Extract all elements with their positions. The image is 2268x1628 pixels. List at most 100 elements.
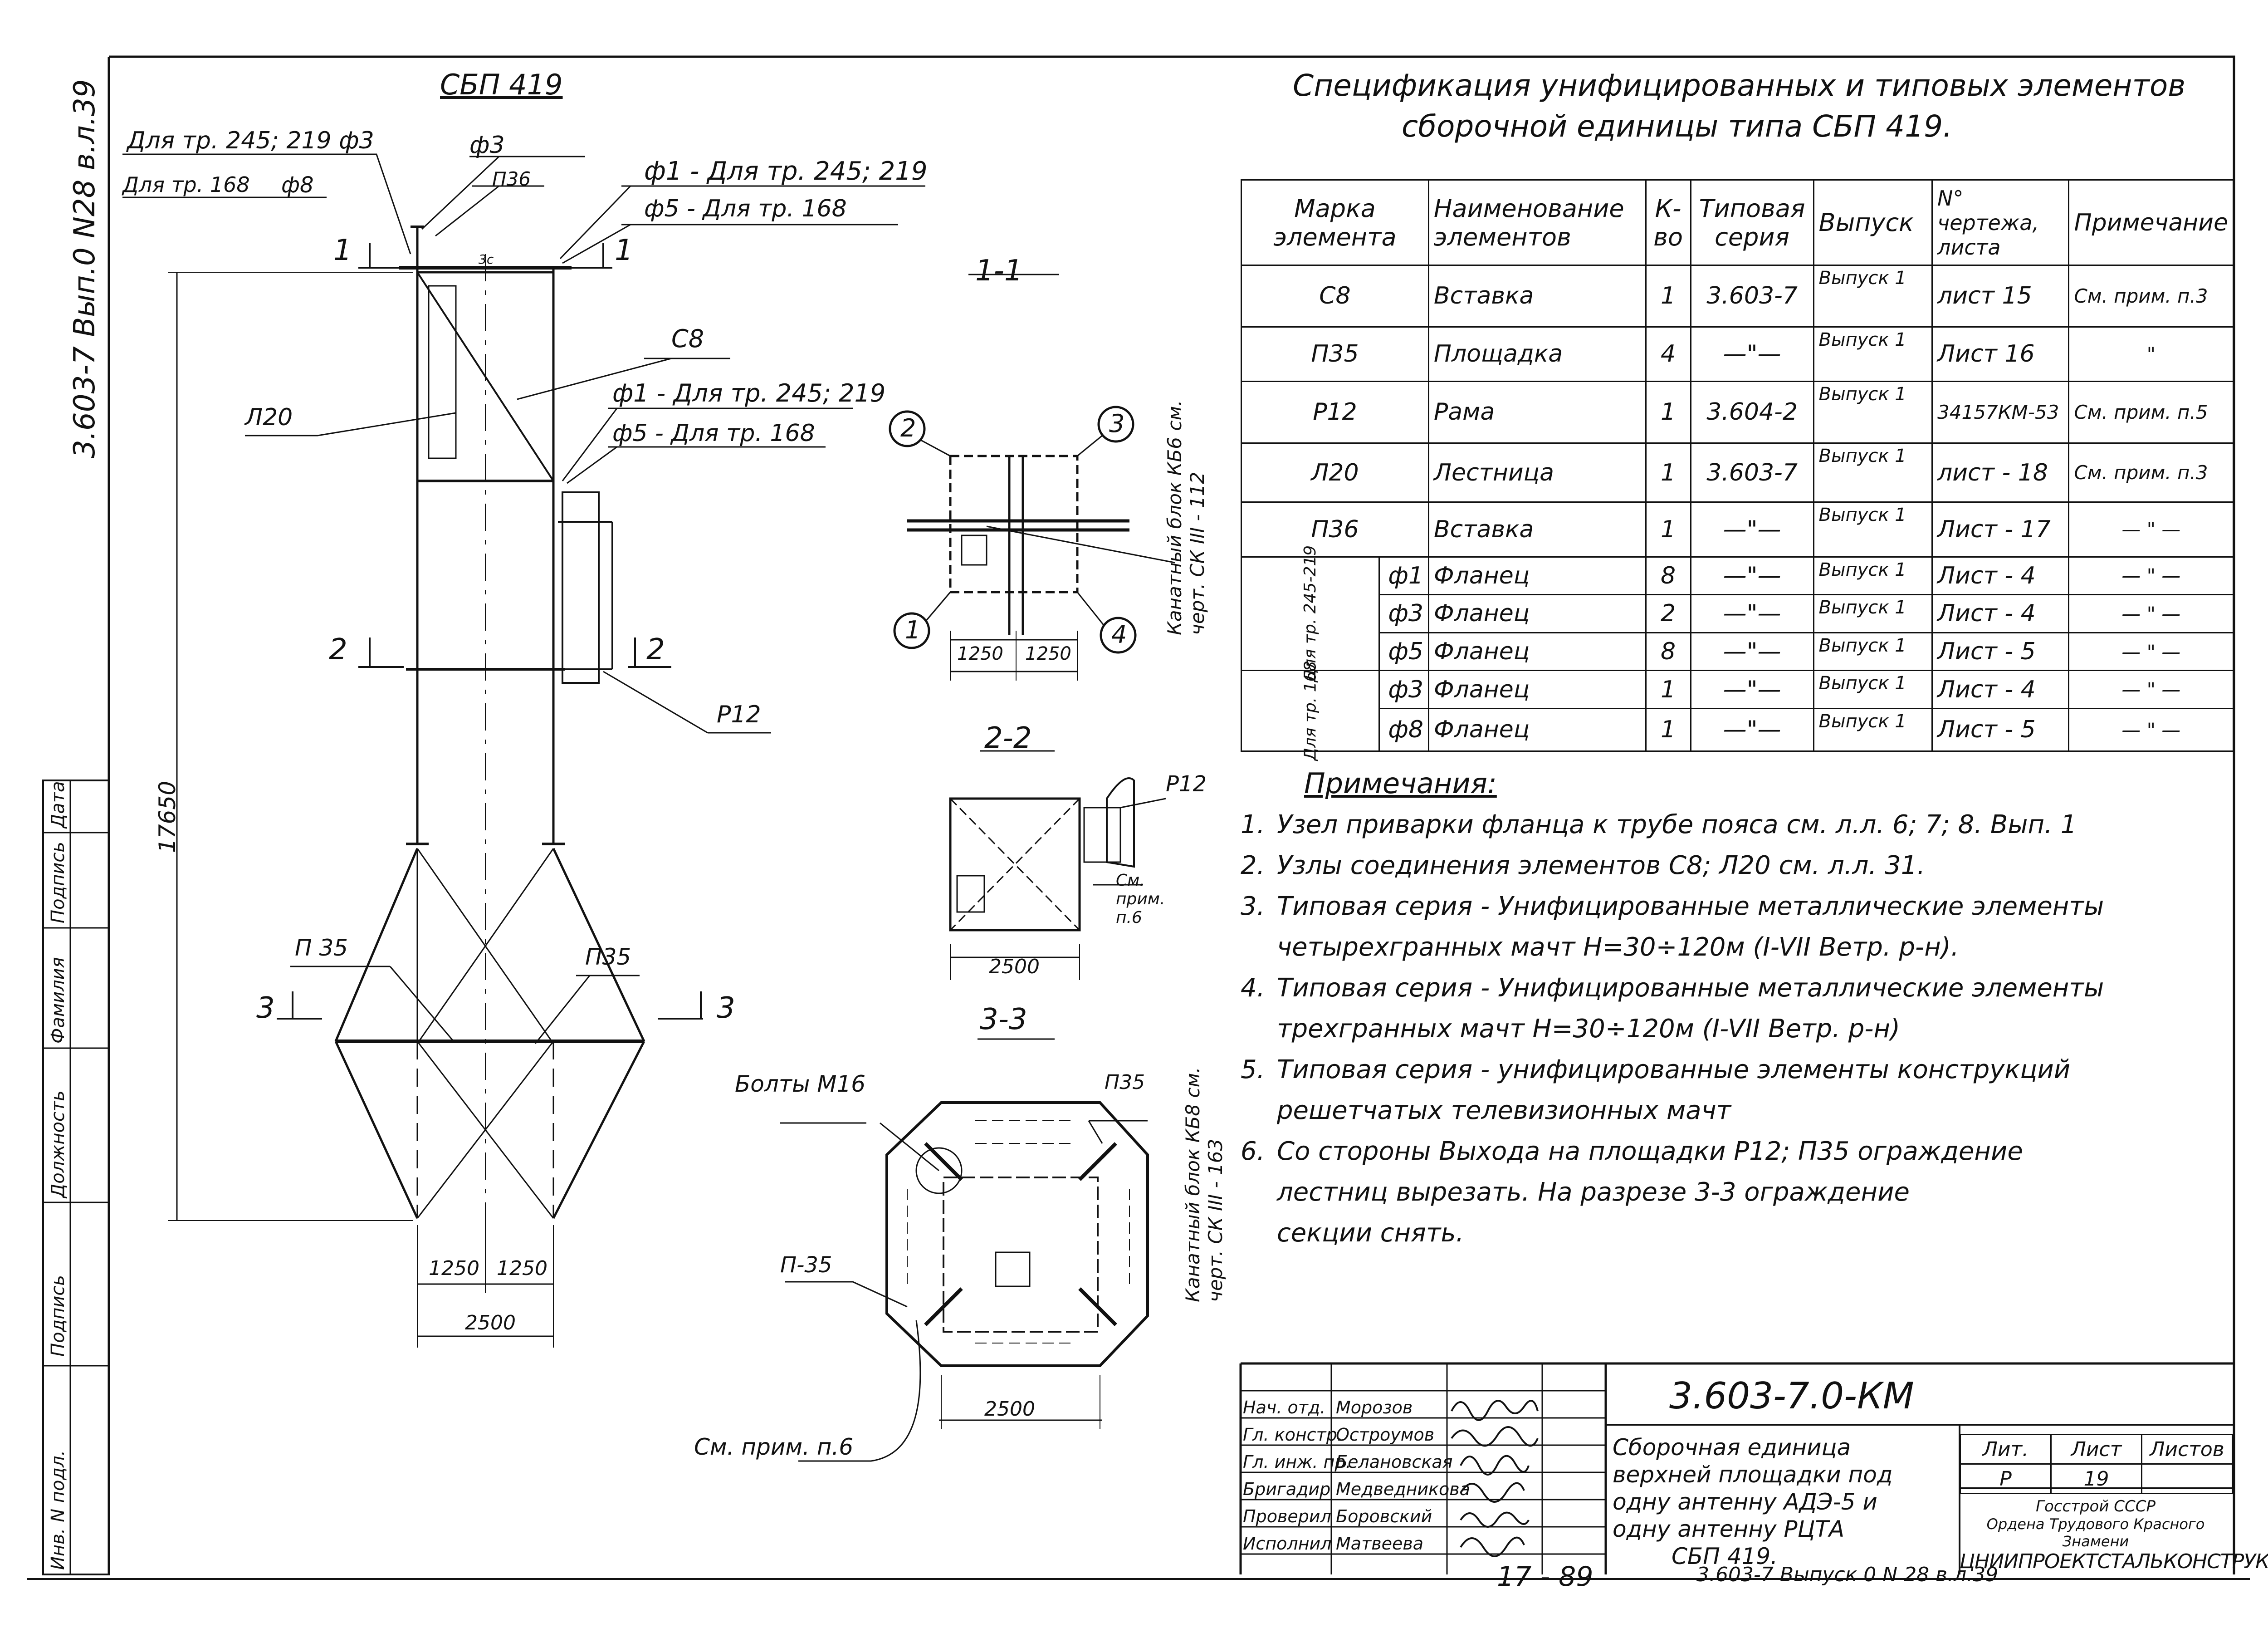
signature-role: Гл. инж. пр. (1243, 1452, 1351, 1472)
callout-f1-mid: ф1 - Для тр. 245; 219 (612, 379, 886, 407)
spec-cell-qty: 8 (1645, 632, 1691, 672)
spec-cell-issue: Выпуск 1 (1813, 707, 1933, 752)
spec-cell-mark: ф1 (1378, 556, 1429, 596)
spec-row: Л20 Лестница 1 3.603-7 Выпуск 1 лист - 1… (1241, 442, 2234, 503)
signature-name: Медведникова (1336, 1479, 1470, 1499)
spec-cell-note: " (2068, 326, 2234, 382)
spec-cell-qty: 8 (1645, 556, 1691, 596)
spec-row: П36 Вставка 1 —"— Выпуск 1 Лист - 17 — "… (1241, 501, 2234, 558)
strip-label-date: Дата (48, 781, 68, 828)
section-2-2-p12: Р12 (1166, 771, 1207, 797)
spec-cell-series: —"— (1690, 594, 1814, 633)
strip-label-inv: Инв. N подл. (48, 1450, 68, 1570)
note-text: решетчатых телевизионных мачт (1277, 1096, 1731, 1125)
spec-cell-name: Вставка (1427, 265, 1647, 328)
signature-role: Бригадир (1243, 1479, 1331, 1499)
spec-cell-mark: С8 (1241, 265, 1429, 328)
spec-header-issue: Выпуск (1813, 179, 1933, 266)
note-number: 1. (1241, 810, 1265, 839)
section-2-2-note: См. прим. п.6 (1116, 871, 1165, 927)
signature-name: Боровский (1336, 1506, 1432, 1526)
spec-row: Р12 Рама 1 3.604-2 Выпуск 1 34157КМ-53 С… (1241, 381, 2234, 444)
note-number: 2. (1241, 851, 1265, 880)
document-title-line: одну антенну АДЭ-5 и (1613, 1489, 1877, 1515)
note-number: 6. (1241, 1137, 1265, 1166)
callout-p36: П36 (492, 168, 531, 190)
spec-cell-series: —"— (1690, 326, 1814, 382)
spec-row: Для тр. 245-219 ф1 Фланец 8 —"— Выпуск 1… (1240, 545, 2234, 682)
section-3-3-p35-right: П35 (1105, 1071, 1145, 1094)
spec-cell-note: — " — (2068, 501, 2234, 558)
callout-dlya-tr-245: Для тр. 245; 219 ф3 (127, 127, 374, 154)
signature-role: Проверил (1243, 1506, 1331, 1526)
note-number: 5. (1241, 1055, 1265, 1084)
note-item: 6. Со стороны Выхода на площадки Р12; П3… (1241, 1131, 2239, 1172)
signature-role: Нач. отд. (1243, 1398, 1326, 1417)
document-title-line: Сборочная единица (1613, 1434, 1851, 1461)
section-3-3-title: 3-3 (980, 1003, 1027, 1036)
spec-cell-issue: Выпуск 1 (1813, 556, 1933, 596)
spec-cell-note: — " — (2068, 556, 2234, 596)
spec-header-qty: К-во (1645, 179, 1691, 266)
section-mark-1-left: 1 (333, 234, 352, 267)
spec-cell-qty: 1 (1645, 442, 1691, 503)
sheets-header: Листов (2141, 1434, 2233, 1465)
elevation-title: СБП 419 (440, 68, 563, 101)
spec-cell-mark: Л20 (1241, 442, 1429, 503)
spec-cell-name: Фланец (1427, 670, 1647, 709)
note-text: Типовая серия - Унифицированные металлич… (1277, 892, 2104, 921)
note-text: Со стороны Выхода на площадки Р12; П35 о… (1277, 1137, 2023, 1166)
spec-cell-issue: Выпуск 1 (1813, 501, 1933, 558)
dim-top-small: 3с (479, 252, 494, 267)
section-1-1-title: 1-1 (975, 254, 1023, 288)
strip-label-signature: Подпись (48, 842, 68, 923)
note-item: 4. Типовая серия - Унифицированные метал… (1241, 968, 2239, 1009)
note-text: Типовая серия - унифицированные элементы… (1277, 1055, 2071, 1084)
spec-row: ф8 Фланец 1 —"— Выпуск 1 Лист - 5 — " — (1242, 707, 2234, 752)
document-title-line: СБП 419. (1672, 1543, 1778, 1569)
spec-cell-qty: 1 (1645, 501, 1691, 558)
dim-total: 2500 (465, 1311, 516, 1334)
spec-cell-series: 3.603-7 (1690, 442, 1814, 503)
spec-cell-issue: Выпуск 1 (1813, 265, 1933, 328)
spec-cell-qty: 1 (1645, 707, 1691, 752)
spec-cell-mark: Р12 (1241, 381, 1429, 444)
footer-text: 3.603-7 Выпуск 0 N 28 в.л.39 (1696, 1563, 1999, 1586)
document-code: 3.603-7.0-КМ (1669, 1375, 1914, 1417)
spec-title-line2: сборочной единицы типа СБП 419. (1402, 109, 1953, 144)
spec-cell-sheet: Лист - 5 (1931, 707, 2070, 752)
spec-cell-sheet: Лист - 4 (1931, 670, 2070, 709)
spec-cell-qty: 1 (1645, 381, 1691, 444)
spec-header-series: Типовая серия (1690, 179, 1814, 266)
note-item-cont: лестниц вырезать. На разрезе 3-3 огражде… (1241, 1172, 2239, 1213)
spec-cell-issue: Выпуск 1 (1813, 442, 1933, 503)
document-title: Сборочная единица верхней площадки под о… (1613, 1434, 1892, 1570)
spec-cell-name: Фланец (1427, 556, 1647, 596)
spec-row: ф3 Фланец 2 —"— Выпуск 1 Лист - 4 — " — (1242, 594, 2234, 633)
section-1-1-marker-4: 4 (1111, 620, 1127, 649)
spec-cell-mark: ф8 (1378, 707, 1429, 752)
spec-row: Для тр. 168 ф3 Фланец 1 —"— Выпуск 1 Лис… (1240, 661, 2234, 760)
section-1-1-marker-1: 1 (905, 616, 921, 644)
spec-row: С8 Вставка 1 3.603-7 Выпуск 1 лист 15 См… (1241, 265, 2234, 328)
spec-table: Марка элемента Наименование элементов К-… (1240, 179, 2234, 760)
spec-header-sheet: N° чертежа, листа (1931, 179, 2070, 266)
section-2-2-dim: 2500 (989, 955, 1040, 978)
spec-cell-issue: Выпуск 1 (1813, 670, 1933, 709)
spec-cell-issue: Выпуск 1 (1813, 594, 1933, 633)
callout-p35-right: П35 (585, 944, 631, 970)
organization: Госстрой СССР Ордена Трудового Красного … (1960, 1497, 2268, 1573)
spec-cell-series: —"— (1690, 501, 1814, 558)
spec-cell-sheet: 34157КМ-53 (1931, 381, 2070, 444)
note-text: Узлы соединения элементов С8; Л20 см. л.… (1277, 851, 1926, 880)
section-1-1-dim-left: 1250 (957, 643, 1003, 664)
section-1-1-marker-2: 2 (900, 414, 916, 442)
sheet-value: 19 (2050, 1463, 2142, 1494)
spec-title-line1: Спецификация унифицированных и типовых э… (1293, 68, 2186, 103)
spec-cell-sheet: Лист - 4 (1931, 594, 2070, 633)
notes-heading: Примечания: (1304, 767, 1497, 800)
section-2-2-title: 2-2 (984, 721, 1032, 755)
section-mark-3-left: 3 (256, 991, 275, 1025)
